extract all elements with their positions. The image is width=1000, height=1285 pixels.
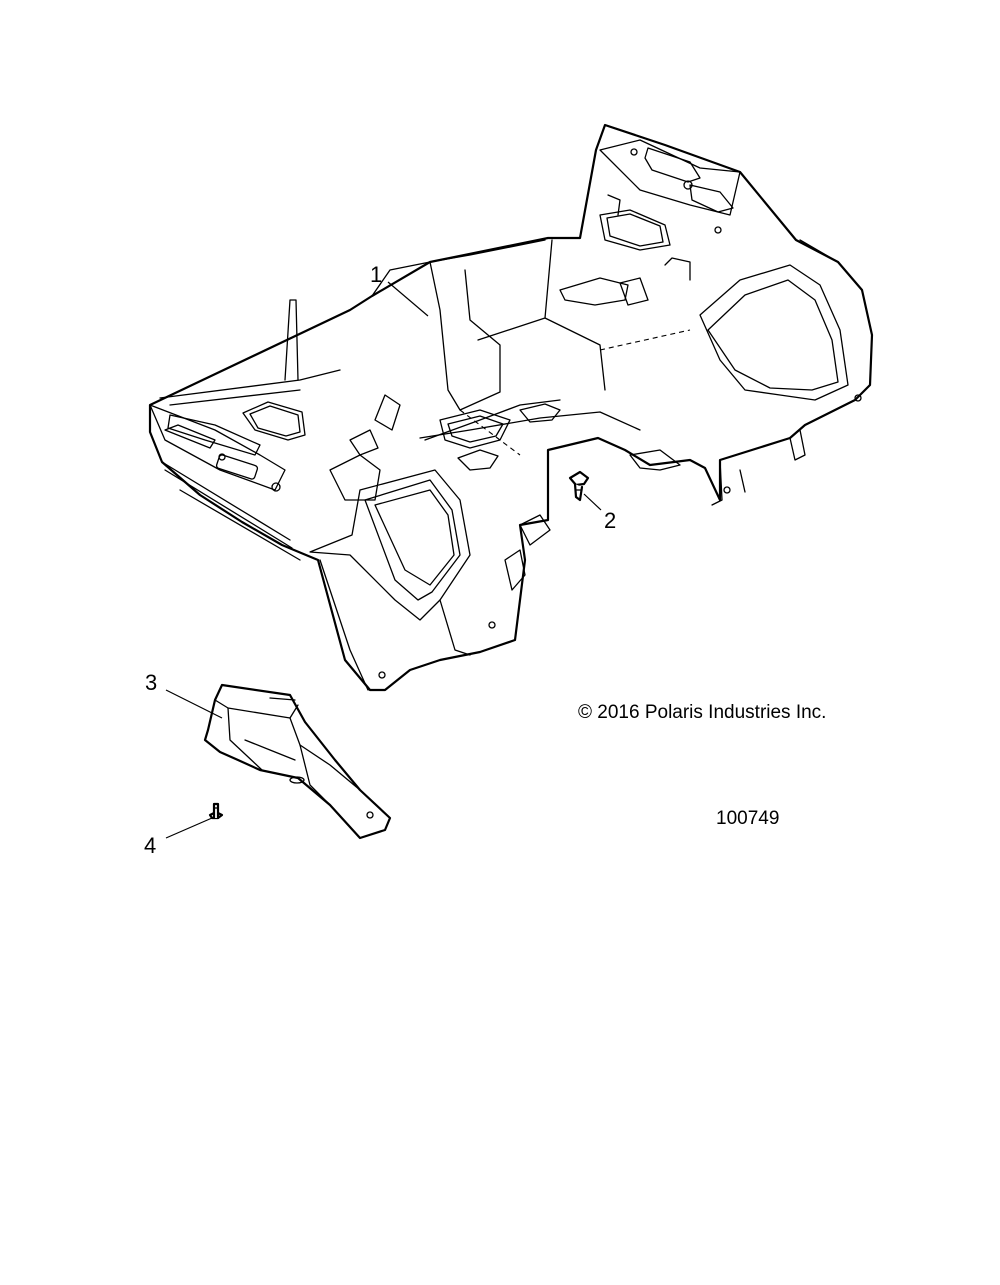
callout-2: 2 [604, 508, 616, 533]
part-3-heat-shield[interactable] [203, 683, 392, 840]
figure-number: 100749 [716, 808, 780, 829]
callout-1: 1 [370, 262, 382, 287]
callout-4: 4 [144, 833, 156, 858]
part-2-push-rivet[interactable] [568, 470, 590, 502]
copyright-notice: © 2016 Polaris Industries Inc. [578, 702, 827, 723]
leader-line-4 [165, 817, 213, 839]
part-4-screw[interactable] [208, 802, 224, 820]
leader-line-2 [583, 493, 602, 511]
leader-line-1 [387, 281, 429, 317]
leader-line-3 [165, 689, 223, 719]
part-1-rear-cab[interactable] [148, 123, 874, 692]
callout-3: 3 [145, 670, 157, 695]
